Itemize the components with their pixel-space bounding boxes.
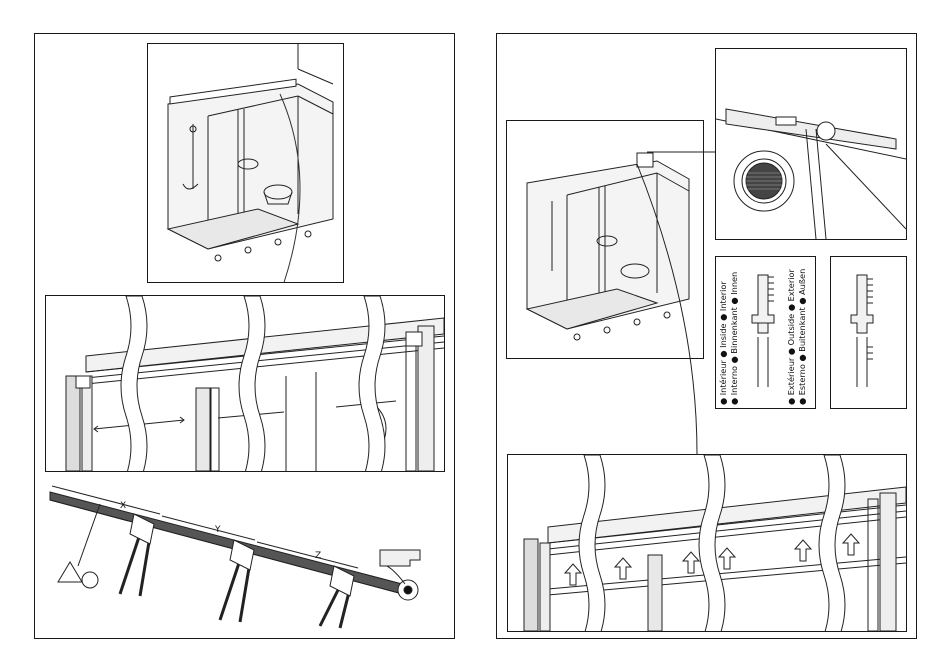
rail-detail-strip xyxy=(45,295,445,472)
dimension-z-label: Z xyxy=(315,551,321,561)
label-outside-2: ● Esterno ● Buitenkant ● Außen xyxy=(797,269,807,405)
cabin-overview-illustration xyxy=(147,43,344,283)
dimension-x-label: X xyxy=(120,501,126,511)
label-inside-2: ● Interno ● Binnenkant ● Innen xyxy=(729,272,739,405)
rail-detail-strip-right xyxy=(507,454,907,632)
label-outside: ● Extérieur ● Outside ● Exterior xyxy=(786,269,796,405)
profile-section-labeled: ● Intérieur ● Inside ● Interior ● Intern… xyxy=(715,256,816,409)
vent-detail-illustration xyxy=(715,48,907,240)
clamping-diagram: X Y Z xyxy=(40,474,450,634)
label-inside: ● Intérieur ● Inside ● Interior xyxy=(718,281,728,405)
left-page: X Y Z xyxy=(34,33,455,639)
dimension-y-label: Y xyxy=(214,525,221,535)
right-page: ● Intérieur ● Inside ● Interior ● Intern… xyxy=(496,33,917,639)
profile-section-plain xyxy=(830,256,907,409)
